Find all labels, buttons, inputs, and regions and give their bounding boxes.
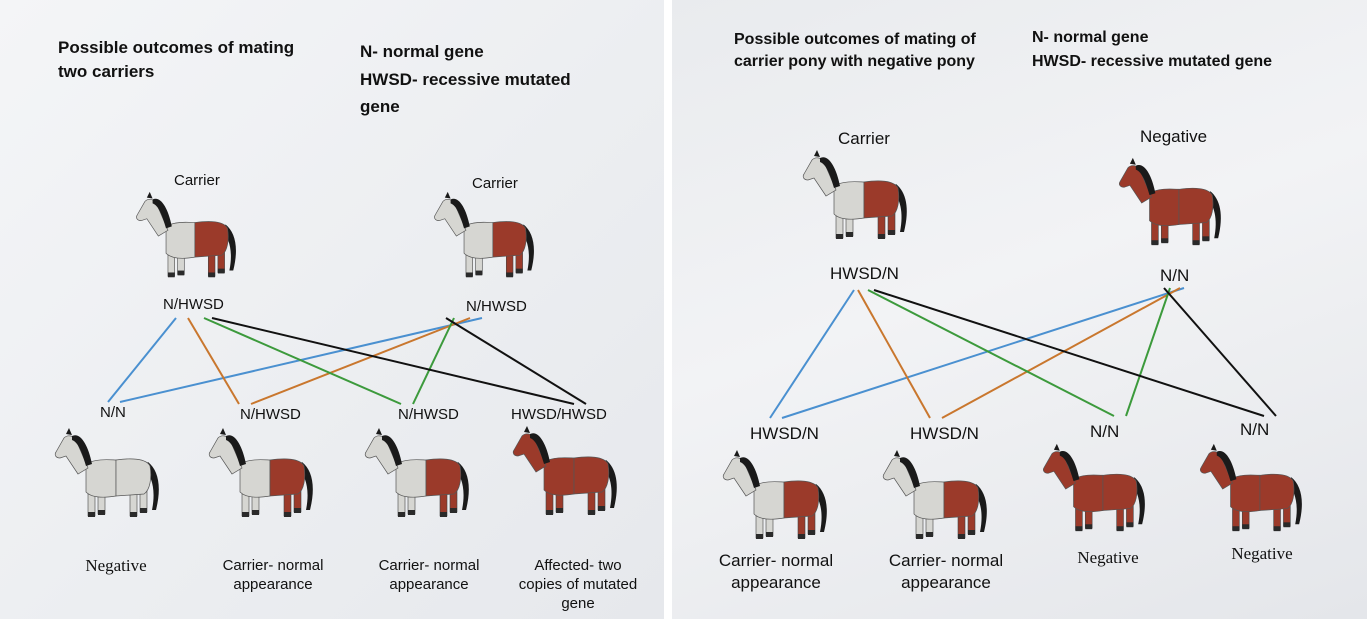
left-offspring-1-caption-line-1: Negative: [66, 556, 166, 576]
left-offspring-4-caption-line-2: copies of mutated: [510, 575, 646, 594]
left-offspring-4-caption-line-3: gene: [510, 594, 646, 613]
right-parent-1-genotype: HWSD/N: [830, 264, 899, 284]
right-green-line-parent-2-to-offspring-3: [1126, 288, 1170, 416]
right-offspring-4-caption-line-1: Negative: [1212, 544, 1312, 564]
left-offspring-4-caption-line-1: Affected- two: [510, 556, 646, 575]
right-offspring-3-caption: Negative: [1058, 548, 1158, 568]
left-blue-line-parent-1-to-offspring-1: [108, 318, 176, 402]
left-key-line-3: gene: [360, 95, 400, 119]
left-offspring-2-caption: Carrier- normal appearance: [206, 556, 340, 594]
left-offspring-3-genotype: N/HWSD: [398, 406, 459, 424]
right-key-line-2: HWSD- recessive mutated gene: [1032, 50, 1272, 74]
right-parent-2-genotype: N/N: [1160, 266, 1189, 286]
right-offspring-2-caption: Carrier- normal appearance: [876, 550, 1016, 594]
left-offspring-3-caption: Carrier- normal appearance: [362, 556, 496, 594]
left-black-line-parent-1-to-offspring-4: [212, 318, 574, 404]
right-title-line-2: carrier pony with negative pony: [734, 50, 975, 74]
right-offspring-1-caption-line-2: appearance: [706, 572, 846, 594]
right-offspring-3-caption-line-1: Negative: [1058, 548, 1158, 568]
right-offspring-1-caption: Carrier- normal appearance: [706, 550, 846, 594]
right-panel: Possible outcomes of mating of carrier p…: [672, 0, 1367, 619]
left-parent-1-horse-icon: [130, 188, 252, 284]
left-offspring-2-caption-line-2: appearance: [206, 575, 340, 594]
left-offspring-2-genotype: N/HWSD: [240, 406, 301, 424]
right-black-line-parent-1-to-offspring-4: [874, 290, 1264, 416]
right-offspring-2-caption-line-2: appearance: [876, 572, 1016, 594]
left-offspring-4-horse-icon: [508, 422, 632, 522]
left-parent-2-horse-icon: [428, 188, 550, 284]
right-offspring-3-genotype: N/N: [1090, 422, 1119, 442]
left-offspring-3-horse-icon: [360, 424, 484, 524]
right-key-line-1: N- normal gene: [1032, 26, 1148, 50]
left-offspring-3-caption-line-2: appearance: [362, 575, 496, 594]
right-offspring-2-caption-line-1: Carrier- normal: [876, 550, 1016, 572]
left-green-line-parent-2-to-offspring-3: [413, 318, 454, 404]
left-orange-line-parent-2-to-offspring-2: [251, 318, 470, 404]
left-title-line-2: two carriers: [58, 60, 154, 84]
left-offspring-1-caption: Negative: [66, 556, 166, 576]
left-offspring-2-horse-icon: [204, 424, 328, 524]
left-offspring-2-caption-line-1: Carrier- normal: [206, 556, 340, 575]
right-offspring-1-caption-line-1: Carrier- normal: [706, 550, 846, 572]
right-orange-line-parent-1-to-offspring-2: [858, 290, 930, 418]
right-offspring-3-horse-icon: [1036, 440, 1162, 538]
left-offspring-1-genotype: N/N: [100, 404, 126, 422]
right-parent-2-horse-icon: [1112, 154, 1238, 252]
right-offspring-2-horse-icon: [876, 446, 1004, 546]
left-panel: Possible outcomes of mating two carriers…: [0, 0, 664, 619]
right-green-line-parent-1-to-offspring-3: [868, 290, 1114, 416]
right-parent-1-horse-icon: [796, 146, 924, 246]
left-parent-1-genotype: N/HWSD: [163, 296, 224, 314]
left-cross-lines: [0, 0, 664, 619]
right-parent-2-label: Negative: [1140, 128, 1207, 146]
right-offspring-1-horse-icon: [716, 446, 844, 546]
left-parent-2-genotype: N/HWSD: [466, 298, 527, 316]
right-offspring-4-genotype: N/N: [1240, 420, 1269, 440]
right-offspring-4-horse-icon: [1194, 440, 1318, 538]
right-offspring-4-caption: Negative: [1212, 544, 1312, 564]
right-black-line-parent-2-to-offspring-4: [1164, 288, 1276, 416]
left-offspring-4-caption: Affected- two copies of mutated gene: [510, 556, 646, 613]
left-green-line-parent-1-to-offspring-3: [204, 318, 401, 404]
left-key-line-2: HWSD- recessive mutated: [360, 68, 571, 92]
right-offspring-1-genotype: HWSD/N: [750, 424, 819, 444]
right-title-line-1: Possible outcomes of mating of: [734, 28, 976, 52]
left-title-line-1: Possible outcomes of mating: [58, 36, 294, 60]
left-key-line-1: N- normal gene: [360, 40, 484, 64]
left-offspring-3-caption-line-1: Carrier- normal: [362, 556, 496, 575]
right-orange-line-parent-2-to-offspring-2: [942, 288, 1180, 418]
left-offspring-1-horse-icon: [50, 424, 174, 524]
right-offspring-2-genotype: HWSD/N: [910, 424, 979, 444]
